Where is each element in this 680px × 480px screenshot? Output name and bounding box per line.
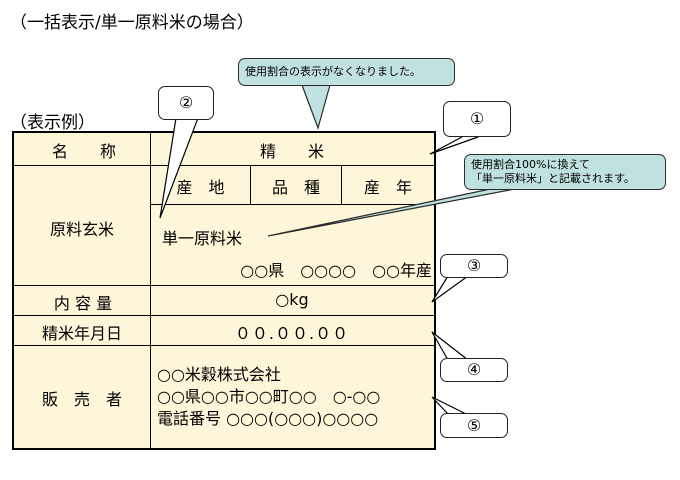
header-origin: 産 地 — [176, 178, 225, 197]
example-label: （表示例） — [10, 113, 95, 133]
column-divider — [250, 165, 251, 204]
value-date: ００.００.００ — [234, 324, 350, 343]
note-single-source: 使用割合100%に換えて 「単一原料米」と記載されます。 — [464, 154, 666, 190]
value-name: 精 米 — [259, 142, 324, 161]
callout-2: ② — [158, 86, 214, 120]
row-divider — [150, 204, 434, 205]
value-content: ○kg — [275, 290, 309, 309]
callout-1: ① — [443, 101, 511, 137]
header-variety: 品 種 — [271, 178, 320, 197]
seller-company: ○○米穀株式会社 — [157, 365, 281, 384]
column-divider — [341, 165, 342, 204]
callout-4: ④ — [440, 358, 508, 382]
row-divider — [14, 315, 434, 316]
label-date: 精米年月日 — [41, 324, 122, 343]
row-divider — [14, 345, 434, 346]
label-table: 名 称 精 米 原料玄米 産 地 品 種 産 年 単一原料米 ○○県 ○○○○ … — [12, 131, 436, 450]
callout-5: ⑤ — [440, 413, 508, 438]
label-seller: 販 売 者 — [41, 390, 122, 409]
single-source-rice: 単一原料米 — [162, 229, 243, 248]
column-divider — [150, 133, 151, 448]
note-usage-removed-text: 使用割合の表示がなくなりました。 — [245, 65, 421, 78]
label-content: 内 容 量 — [53, 294, 113, 313]
origin-detail: ○○県 ○○○○ ○○年産 — [240, 261, 432, 280]
row-divider — [14, 285, 434, 286]
callout-3: ③ — [440, 254, 508, 278]
seller-address: ○○県○○市○○町○○ ○-○○ — [157, 387, 381, 406]
note-single-source-line1: 使用割合100%に換えて — [471, 158, 590, 171]
page-title: （一括表示/単一原料米の場合） — [10, 13, 254, 33]
note-single-source-line2: 「単一原料米」と記載されます。 — [471, 172, 635, 185]
header-year: 産 年 — [363, 178, 412, 197]
seller-phone: 電話番号 ○○○(○○○)○○○○ — [157, 409, 379, 428]
label-name: 名 称 — [51, 142, 116, 161]
note-usage-removed: 使用割合の表示がなくなりました。 — [238, 58, 455, 86]
label-raw-rice: 原料玄米 — [49, 220, 114, 239]
row-divider — [14, 165, 434, 166]
